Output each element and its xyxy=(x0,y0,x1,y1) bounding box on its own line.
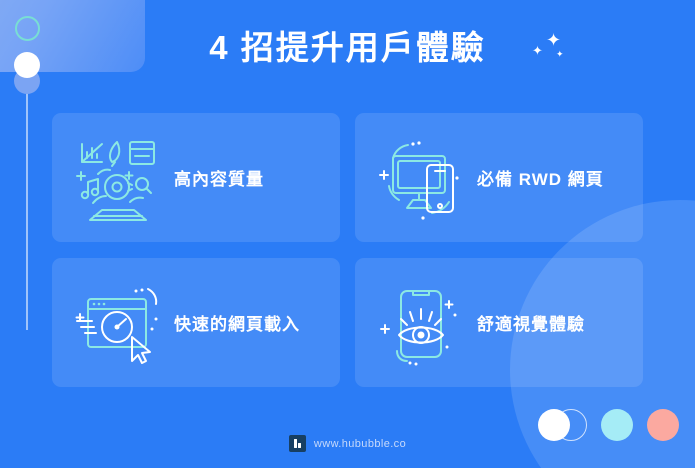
logo-bar-tall xyxy=(294,439,297,448)
feature-card[interactable]: 必備 RWD 網頁 xyxy=(355,113,643,242)
circle-white-outline xyxy=(555,409,587,441)
decorative-circle-cluster xyxy=(538,408,679,442)
circle-cyan xyxy=(601,409,633,441)
responsive-devices-icon xyxy=(373,130,469,226)
decorative-dot-white xyxy=(14,52,40,78)
feature-card-label: 必備 RWD 網頁 xyxy=(477,170,604,189)
site-url-label: www.hububble.co xyxy=(313,437,407,450)
feature-card-grid: 高內容質量 xyxy=(52,113,643,387)
visual-comfort-icon xyxy=(373,275,469,371)
feature-card-label: 舒適視覺體驗 xyxy=(477,315,585,334)
title-block: 4 招提升用戶體驗 xyxy=(0,28,695,68)
feature-card[interactable]: 快速的網頁載入 xyxy=(52,258,340,387)
hububble-logo-icon xyxy=(288,435,306,452)
feature-card-label: 快速的網頁載入 xyxy=(174,315,300,334)
circle-salmon xyxy=(647,409,679,441)
feature-card[interactable]: 舒適視覺體驗 xyxy=(355,258,643,387)
sparkle-icon-small: ✦ xyxy=(532,43,543,58)
decorative-ring-icon xyxy=(15,16,40,41)
sparkle-icon-large: ✦ xyxy=(546,30,562,50)
page-speed-icon xyxy=(70,275,166,371)
footer: www.hububble.co xyxy=(0,435,695,452)
decorative-vertical-line xyxy=(26,70,28,330)
feature-card-label: 高內容質量 xyxy=(174,170,264,189)
content-quality-icon xyxy=(70,130,166,226)
page-title: 4 招提升用戶體驗 xyxy=(209,29,486,66)
logo-bar-short xyxy=(298,443,301,448)
sparkle-icon-tiny: ✦ xyxy=(556,49,564,59)
feature-card[interactable]: 高內容質量 xyxy=(52,113,340,242)
